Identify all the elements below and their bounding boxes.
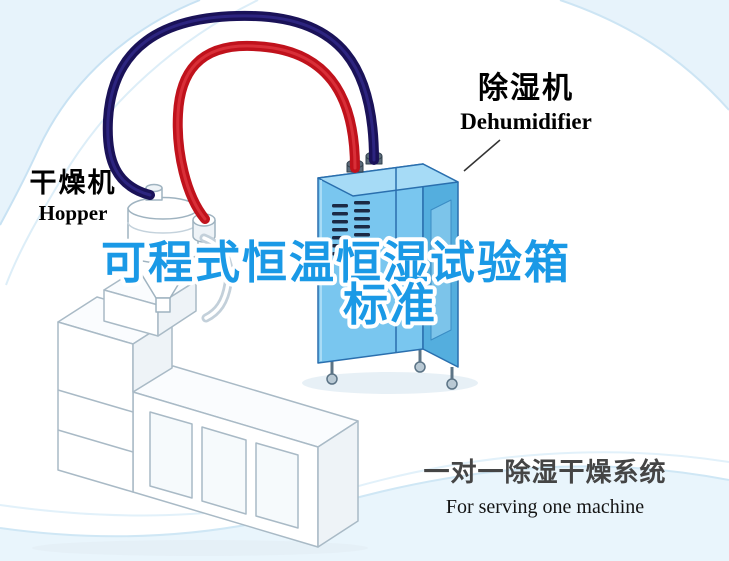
dehumidifier-label-zh: 除湿机 xyxy=(478,72,574,105)
hopper-cylinder xyxy=(127,208,199,264)
machine-body-side xyxy=(317,420,359,548)
hopper-lid xyxy=(127,196,199,220)
machine-panel xyxy=(255,442,299,529)
hopper-label-zh: 干燥机 xyxy=(29,168,117,198)
dehumidifier-label: 除湿机 Dehumidifier xyxy=(448,72,604,135)
title-overlay: 可程式恒温恒湿试验箱 标准 xyxy=(97,233,573,334)
dehumidifier-cabinet xyxy=(317,151,459,390)
cabinet-top-face xyxy=(317,163,459,197)
system-caption: 一对一除湿干燥系统 For serving one machine xyxy=(402,452,688,519)
dehumidifier-label-en: Dehumidifier xyxy=(460,108,592,134)
drying-hopper xyxy=(127,183,234,323)
swoosh-top-right xyxy=(560,0,729,110)
title-line1: 可程式恒温恒湿试验箱 xyxy=(101,237,571,288)
label-pointer-line xyxy=(463,139,501,172)
casters xyxy=(326,349,458,390)
ground-shadows xyxy=(32,372,478,556)
side-recessed-panel xyxy=(430,199,452,341)
extruder-machine xyxy=(57,265,359,548)
system-caption-zh: 一对一除湿干燥系统 xyxy=(423,457,667,487)
hopper-label-en: Hopper xyxy=(38,201,108,226)
hoses xyxy=(102,10,379,224)
vent-louvers xyxy=(332,201,370,264)
hopper-outlet xyxy=(155,297,171,313)
feeder-side xyxy=(157,280,197,337)
machine-panel xyxy=(201,426,247,515)
swoosh-bottom xyxy=(0,466,729,561)
title-line2: 标准 xyxy=(343,279,437,330)
pedestal-front xyxy=(57,321,134,493)
system-caption-en: For serving one machine xyxy=(445,496,645,518)
swoosh-top-left xyxy=(0,0,200,225)
machine-panel xyxy=(149,411,193,499)
hopper-label: 干燥机 Hopper xyxy=(14,168,132,225)
door-handle xyxy=(402,252,408,267)
